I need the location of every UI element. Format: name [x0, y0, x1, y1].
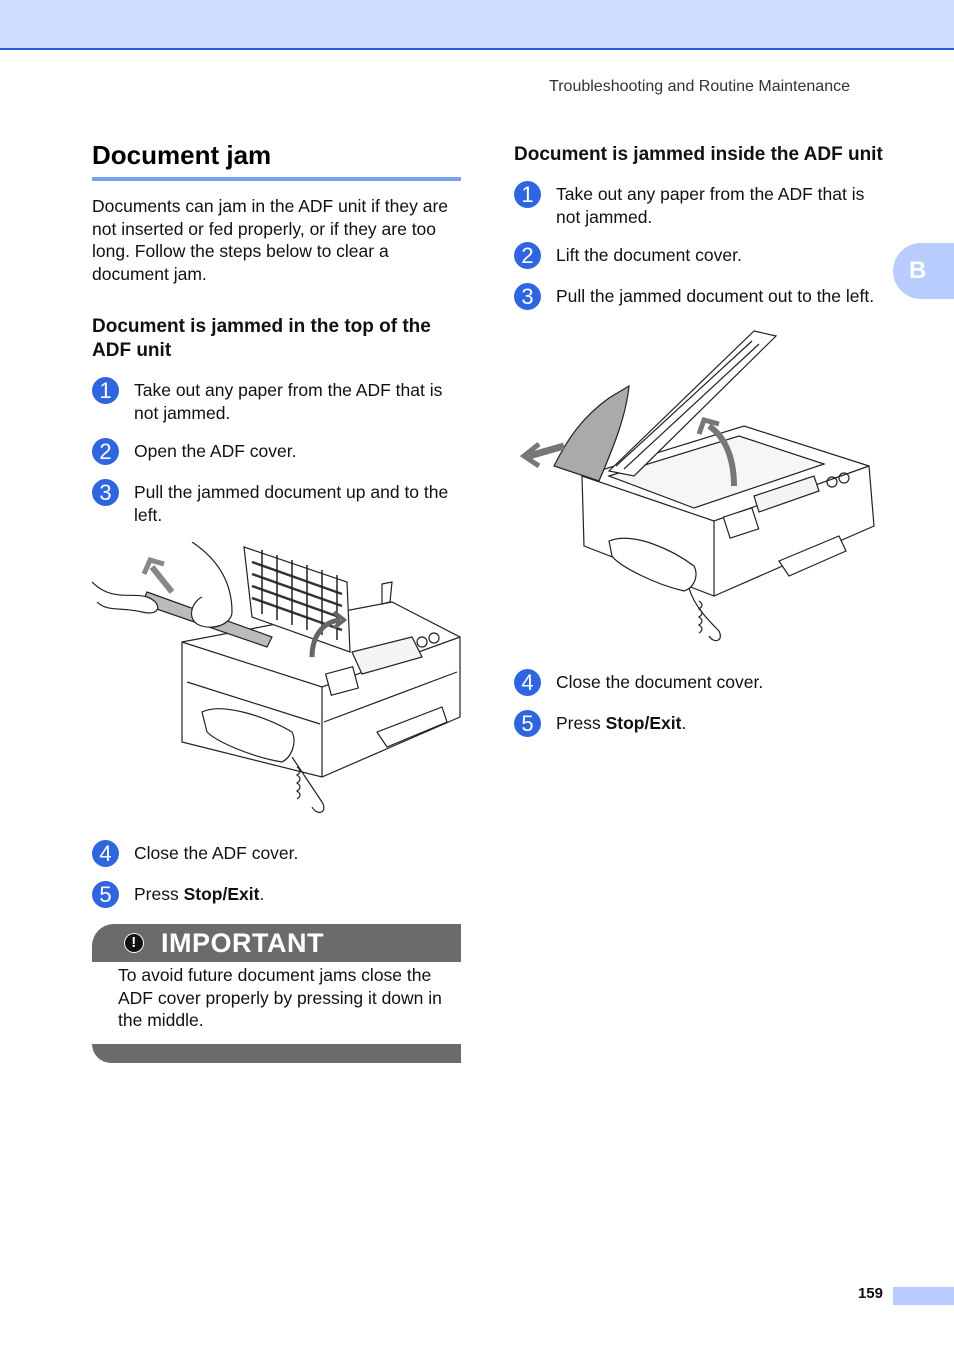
step-item: 3 Pull the jammed document out to the le…: [514, 283, 884, 310]
chapter-tab: B: [893, 243, 954, 299]
step-text: Press Stop/Exit.: [134, 883, 264, 906]
step-item: 2 Lift the document cover.: [514, 242, 884, 269]
step-item: 1 Take out any paper from the ADF that i…: [514, 181, 884, 228]
step-text: Pull the jammed document up and to the l…: [134, 482, 449, 525]
step-number-icon: 2: [92, 438, 119, 465]
step-text: Take out any paper from the ADF that is …: [556, 184, 865, 227]
important-header: ! IMPORTANT: [92, 924, 461, 962]
subsection-title-inside-adf: Document is jammed inside the ADF unit: [514, 144, 883, 165]
right-column: Document is jammed inside the ADF unit 1…: [514, 143, 884, 753]
step-number-icon: 4: [92, 840, 119, 867]
step-number-icon: 3: [92, 479, 119, 506]
step-item: 2 Open the ADF cover.: [92, 438, 461, 465]
step-number-icon: 4: [514, 669, 541, 696]
step-text: Close the document cover.: [556, 672, 764, 692]
step-text-pre: Press: [134, 884, 184, 904]
running-header: Troubleshooting and Routine Maintenance: [549, 78, 850, 95]
step-number-icon: 1: [92, 377, 119, 404]
step-number-icon: 5: [514, 710, 541, 737]
step-number-icon: 3: [514, 283, 541, 310]
step-item: 3 Pull the jammed document up and to the…: [92, 479, 461, 526]
step-text-pre: Press: [556, 713, 606, 733]
subsection-title-top-adf: Document is jammed in the top of the ADF…: [92, 316, 431, 361]
chapter-tab-label: B: [909, 257, 927, 284]
steps-list-top-adf-a: 1 Take out any paper from the ADF that i…: [92, 377, 461, 526]
step-number-icon: 5: [92, 881, 119, 908]
steps-list-inside-adf-b: 4 Close the document cover. 5 Press Stop…: [514, 669, 884, 737]
section-title: Document jam: [92, 140, 461, 181]
step-item: 5 Press Stop/Exit.: [514, 710, 884, 737]
exclamation-icon: !: [124, 933, 144, 953]
steps-list-top-adf-b: 4 Close the ADF cover. 5 Press Stop/Exit…: [92, 840, 461, 908]
step-number-icon: 1: [514, 181, 541, 208]
step-item: 4 Close the ADF cover.: [92, 840, 461, 867]
step-text-post: .: [259, 884, 265, 904]
step-text: Close the ADF cover.: [134, 843, 299, 863]
document-cover-lifted-illustration: [519, 330, 875, 642]
step-item: 5 Press Stop/Exit.: [92, 881, 461, 908]
important-footer-bar: [92, 1043, 461, 1063]
step-text: Pull the jammed document out to the left…: [556, 286, 875, 306]
important-text: To avoid future document jams close the …: [118, 965, 442, 1030]
step-text: Lift the document cover.: [556, 245, 742, 265]
step-number-icon: 2: [514, 242, 541, 269]
top-color-band: [0, 0, 954, 50]
adf-cover-open-illustration: [92, 542, 461, 814]
step-text: Press Stop/Exit.: [556, 712, 686, 735]
steps-list-inside-adf-a: 1 Take out any paper from the ADF that i…: [514, 181, 884, 310]
important-callout: ! IMPORTANT To avoid future document jam…: [92, 924, 461, 1063]
page-number: 159: [857, 1285, 883, 1302]
left-column: Document jam Documents can jam in the AD…: [92, 140, 461, 1063]
step-item: 1 Take out any paper from the ADF that i…: [92, 377, 461, 424]
intro-paragraph: Documents can jam in the ADF unit if the…: [92, 196, 448, 284]
important-label: IMPORTANT: [161, 927, 324, 958]
stop-exit-key-label: Stop/Exit: [605, 713, 682, 733]
stop-exit-key-label: Stop/Exit: [183, 884, 260, 904]
page-number-band: [893, 1287, 954, 1305]
step-text: Take out any paper from the ADF that is …: [134, 380, 443, 423]
step-item: 4 Close the document cover.: [514, 669, 884, 696]
step-text-post: .: [681, 713, 687, 733]
step-text: Open the ADF cover.: [134, 441, 297, 461]
